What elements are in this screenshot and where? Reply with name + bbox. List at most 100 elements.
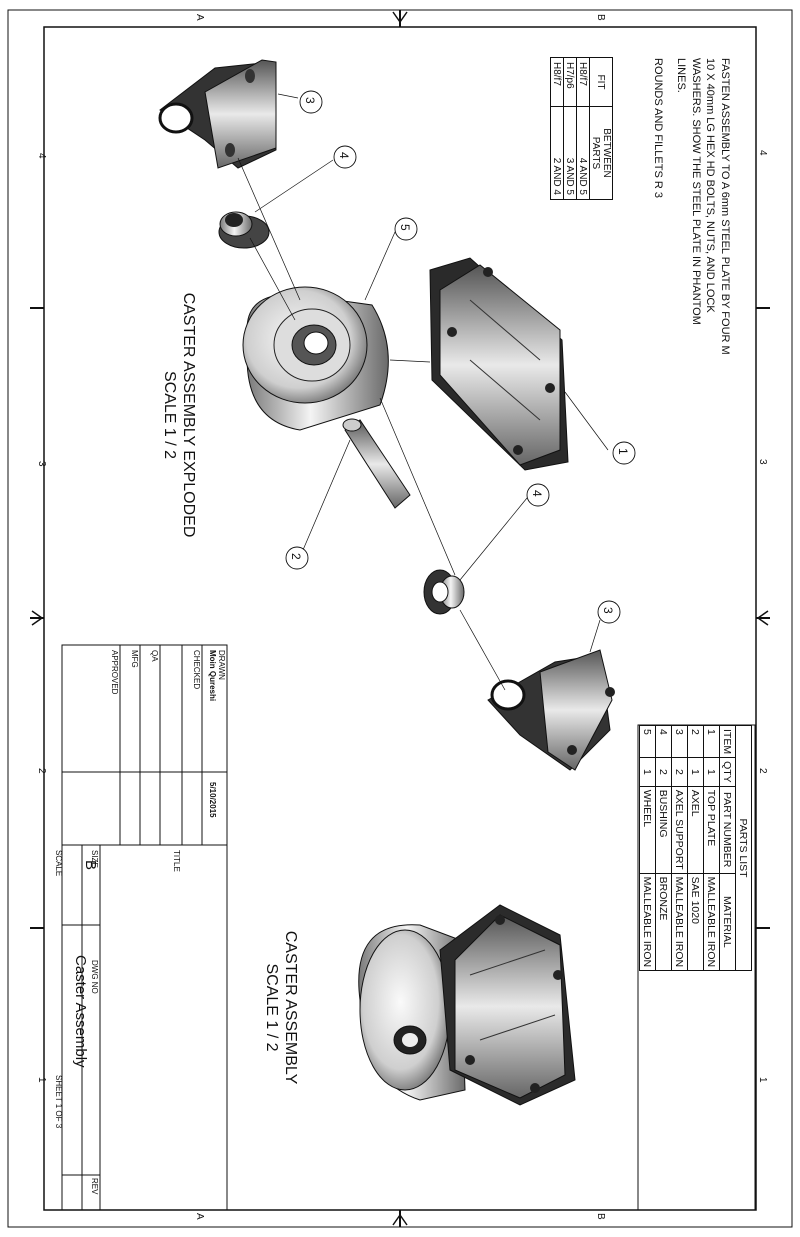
parts-list-header: ITEM QTY PART NUMBER MATERIAL xyxy=(719,725,736,971)
parts-cell: AXEL SUPPORT xyxy=(671,786,688,874)
leader-lines xyxy=(237,93,609,691)
table-row: H7/p6 3 AND 5 xyxy=(563,57,577,200)
drawn-date: 5/10/2015 xyxy=(208,782,217,818)
fit-header-fit: FIT xyxy=(589,57,613,107)
parts-cell: AXEL xyxy=(687,786,704,874)
exploded-view-scale: SCALE 1 / 2 xyxy=(161,370,178,460)
grid-row-label: 4 xyxy=(757,150,768,156)
parts-cell: MALLEABLE IRON xyxy=(639,873,656,971)
grid-row-label: 1 xyxy=(757,1077,768,1083)
balloon-label: 5 xyxy=(398,224,412,231)
table-row: 4 2 BUSHING BRONZE xyxy=(655,725,672,971)
note-fillets: ROUNDS AND FILLETS R 3 xyxy=(652,58,664,198)
grid-row-label: 4 xyxy=(36,153,47,159)
rev-label: REV xyxy=(90,1178,99,1195)
fit-cell: 2 AND 4 xyxy=(550,106,564,200)
parts-cell: 4 xyxy=(655,725,672,758)
balloon-label: 3 xyxy=(303,97,317,104)
grid-row-label: 3 xyxy=(757,459,768,465)
center-arrows xyxy=(30,10,770,1227)
fit-cell: 3 AND 5 xyxy=(563,106,577,200)
parts-cell: 2 xyxy=(671,757,688,787)
axle-support-bottom xyxy=(487,649,615,771)
parts-cell: SAE 1020 xyxy=(687,873,704,971)
parts-cell: MALLEABLE IRON xyxy=(671,873,688,971)
parts-cell: 2 xyxy=(687,725,704,758)
fit-table-header: FIT BETWEEN PARTS xyxy=(589,57,613,200)
title-block-frame xyxy=(61,644,228,1211)
title-label: TITLE xyxy=(172,850,181,872)
parts-cell: 2 xyxy=(655,757,672,787)
fit-cell: H8/f7 xyxy=(550,57,564,107)
parts-cell: 1 xyxy=(687,757,704,787)
general-notes: FASTEN ASSEMBLY TO A 6mm STEEL PLATE BY … xyxy=(642,58,733,358)
dwg-no-value: Caster Assembly xyxy=(72,955,89,1068)
parts-header-material: MATERIAL xyxy=(719,873,736,971)
wheel xyxy=(242,286,389,431)
parts-list-frame xyxy=(637,724,756,1211)
axle xyxy=(342,418,411,509)
parts-cell: BRONZE xyxy=(655,873,672,971)
assembled-view-title: CASTER ASSEMBLY SCALE 1 / 2 xyxy=(262,930,300,1085)
drawn-label: DRAWN xyxy=(217,650,226,680)
qa-label: QA xyxy=(150,650,159,662)
parts-cell: 1 xyxy=(639,757,656,787)
grid-row-label: 3 xyxy=(36,461,47,467)
size-value: B xyxy=(82,860,99,871)
grid-col-label: B xyxy=(595,1213,606,1220)
parts-list-title-row: PARTS LIST xyxy=(735,725,752,971)
balloon-label: 4 xyxy=(337,152,351,159)
grid-row-label: 1 xyxy=(36,1077,47,1083)
note-fastening: FASTEN ASSEMBLY TO A 6mm STEEL PLATE BY … xyxy=(675,58,732,355)
table-row: H8/f7 2 AND 4 xyxy=(550,57,564,200)
balloon-label: 2 xyxy=(289,553,303,560)
balloon-label: 1 xyxy=(616,448,630,455)
exploded-view-title: CASTER ASSEMBLY EXPLODED SCALE 1 / 2 xyxy=(160,285,198,545)
bushing-bottom xyxy=(423,569,465,615)
balloon-circles xyxy=(285,90,636,624)
parts-cell: BUSHING xyxy=(655,786,672,874)
checked-label: CHECKED xyxy=(192,650,201,690)
fit-header-between: BETWEEN PARTS xyxy=(589,106,613,200)
assembled-view-name: CASTER ASSEMBLY xyxy=(282,930,299,1085)
parts-cell: 3 xyxy=(671,725,688,758)
grid-row-label: 2 xyxy=(757,768,768,774)
parts-list-title: PARTS LIST xyxy=(735,725,752,971)
grid-col-label: B xyxy=(595,14,606,21)
table-row: 3 2 AXEL SUPPORT MALLEABLE IRON xyxy=(671,725,688,971)
parts-cell: 1 xyxy=(703,725,720,758)
assembled-view-scale: SCALE 1 / 2 xyxy=(263,963,280,1052)
table-row: 2 1 AXEL SAE 1020 xyxy=(687,725,704,971)
table-row: H8/f7 4 AND 5 xyxy=(576,57,590,200)
bushing-top xyxy=(218,211,270,249)
parts-cell: TOP PLATE xyxy=(703,786,720,874)
parts-cell: MALLEABLE IRON xyxy=(703,873,720,971)
grid-col-label: A xyxy=(194,1213,205,1220)
mfg-label: MFG xyxy=(130,650,139,668)
parts-header-part-number: PART NUMBER xyxy=(719,786,736,874)
assembled-caster xyxy=(358,904,576,1106)
table-row: 5 1 WHEEL MALLEABLE IRON xyxy=(639,725,656,971)
sheet-number: SHEET 1 OF 3 xyxy=(54,1075,63,1129)
grid-row-label: 2 xyxy=(36,768,47,774)
top-plate xyxy=(429,257,569,471)
parts-header-qty: QTY xyxy=(719,757,736,787)
scale-label: SCALE xyxy=(54,850,63,877)
balloon-label: 4 xyxy=(530,490,544,497)
fit-cell: H8/f7 xyxy=(576,57,590,107)
parts-cell: 1 xyxy=(703,757,720,787)
parts-cell: WHEEL xyxy=(639,786,656,874)
fit-cell: H7/p6 xyxy=(563,57,577,107)
fit-cell: 4 AND 5 xyxy=(576,106,590,200)
exploded-view-name: CASTER ASSEMBLY EXPLODED xyxy=(180,292,197,538)
axle-support-top xyxy=(158,59,277,169)
balloon-label: 3 xyxy=(601,607,615,614)
parts-header-item: ITEM xyxy=(719,725,736,758)
drawn-by: Moin Qureshi xyxy=(208,650,217,702)
dwg-no-label: DWG NO xyxy=(90,960,99,994)
approved-label: APPROVED xyxy=(110,650,119,695)
parts-list: PARTS LIST ITEM QTY PART NUMBER MATERIAL… xyxy=(639,725,752,971)
fit-table: FIT BETWEEN PARTS H8/f7 4 AND 5 H7/p6 3 … xyxy=(550,57,613,200)
parts-cell: 5 xyxy=(639,725,656,758)
